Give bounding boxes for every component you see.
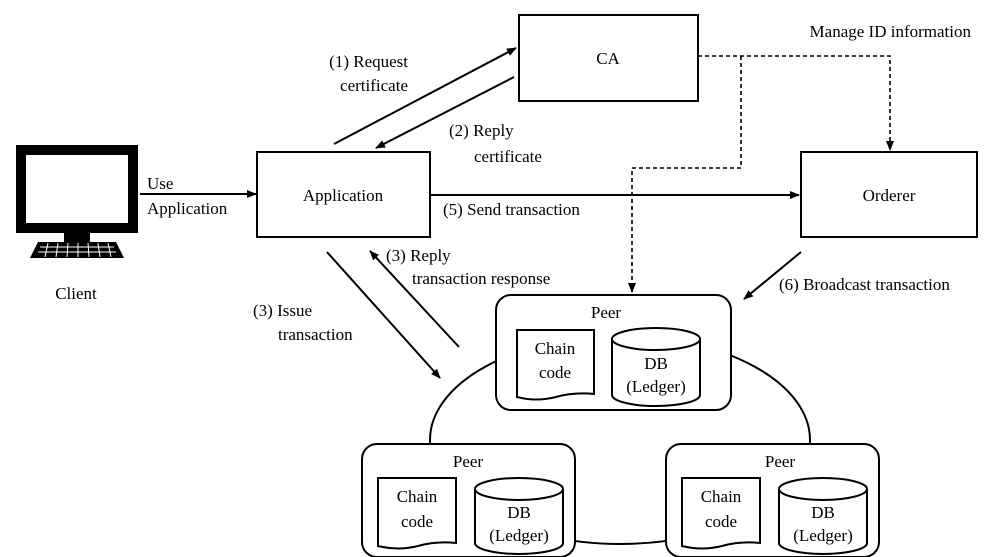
ledger-database-icon	[474, 489, 564, 555]
chaincode-label-line2: code	[539, 363, 571, 382]
ledger-database-icon	[778, 489, 868, 555]
reply-transaction-arrow	[369, 250, 460, 348]
ca-label: CA	[596, 49, 620, 68]
db-label-line2: (Ledger)	[793, 526, 852, 545]
ledger-database-top	[611, 327, 701, 351]
issue-label-line2: transaction	[278, 325, 353, 344]
reply-tx-label-line2: transaction response	[412, 269, 550, 288]
reply-cert-label-line1: (2) Reply	[449, 121, 514, 140]
chaincode-label-line1: Chain	[701, 487, 742, 506]
ledger-database-top	[474, 477, 564, 501]
issue-label-line1: (3) Issue	[253, 301, 312, 320]
db-label-line1: DB	[644, 354, 668, 373]
send-transaction-label: (5) Send transaction	[443, 200, 580, 219]
request-label-line1: (1) Request	[329, 52, 408, 71]
chaincode-document-icon	[681, 477, 761, 550]
db-label-line1: DB	[811, 503, 835, 522]
peer-title: Peer	[591, 303, 622, 322]
application-box	[256, 151, 431, 238]
broadcast-transaction-arrow	[743, 251, 802, 300]
application-label: Application	[303, 186, 384, 205]
reply-tx-label-line1: (3) Reply	[386, 246, 451, 265]
db-label-line2: (Ledger)	[489, 526, 548, 545]
chaincode-label-line2: code	[401, 512, 433, 531]
manage-id-to-orderer-dashed-arrow	[698, 55, 894, 151]
client-label: Client	[55, 284, 97, 303]
chaincode-document-icon	[377, 477, 457, 550]
orderer-label: Orderer	[863, 186, 916, 205]
chaincode-label-line2: code	[705, 512, 737, 531]
client-computer-icon	[16, 145, 138, 258]
peer-title: Peer	[453, 452, 484, 471]
ledger-database-top	[778, 477, 868, 501]
orderer-box	[800, 151, 978, 238]
peer-title: Peer	[765, 452, 796, 471]
peer-node-left: Peer Chain code DB (Ledger)	[361, 443, 576, 557]
ledger-database-icon	[611, 339, 701, 407]
db-label-line1: DB	[507, 503, 531, 522]
chaincode-label-line1: Chain	[535, 339, 576, 358]
reply-cert-label-line2: certificate	[474, 147, 542, 166]
chaincode-label-line1: Chain	[397, 487, 438, 506]
issue-transaction-arrow	[326, 251, 441, 379]
chaincode-document-icon	[516, 329, 595, 401]
peer-node-top: Peer Chain code DB (Ledger)	[495, 294, 732, 411]
reply-certificate-arrow	[375, 76, 515, 149]
ca-box	[518, 14, 699, 102]
manage-id-label: Manage ID information	[810, 22, 972, 41]
manage-id-to-peer-dashed-arrow	[628, 56, 742, 293]
request-certificate-arrow	[333, 47, 517, 145]
broadcast-label: (6) Broadcast transaction	[779, 275, 950, 294]
request-label-line2: certificate	[340, 76, 408, 95]
use-label-line1: Use	[147, 174, 173, 193]
peer-node-right: Peer Chain code DB (Ledger)	[665, 443, 880, 557]
db-label-line2: (Ledger)	[626, 377, 685, 396]
use-label-line2: Application	[147, 199, 228, 218]
